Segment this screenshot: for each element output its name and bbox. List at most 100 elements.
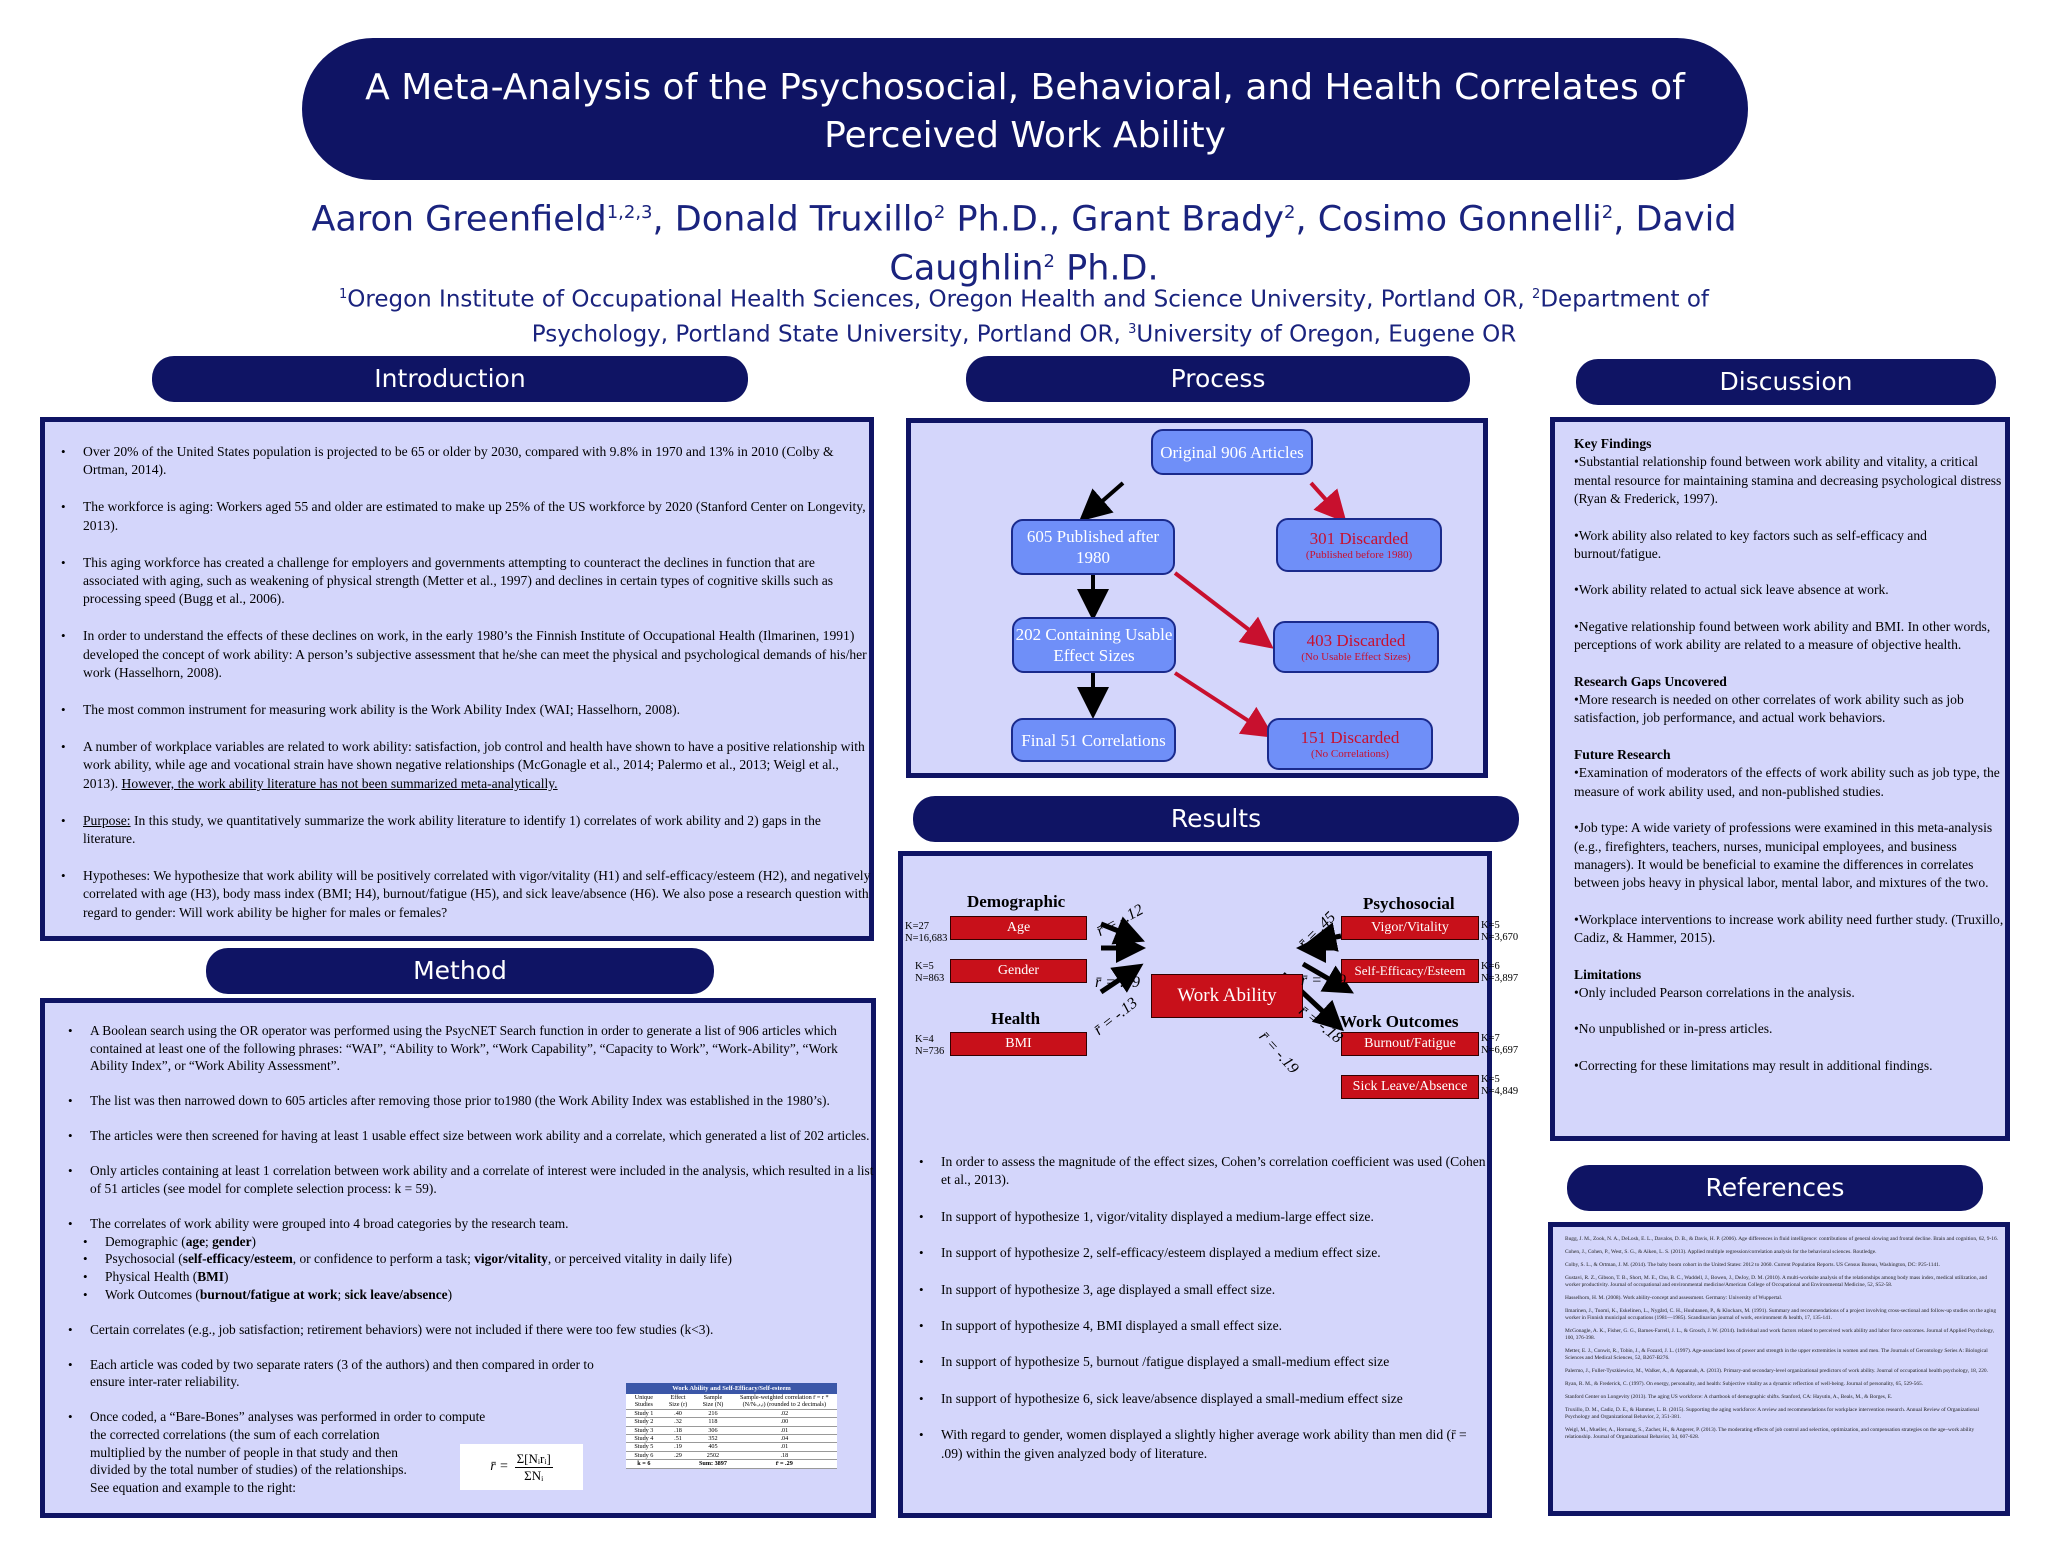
sub1-a: Demographic ( <box>105 1233 186 1249</box>
equation-lhs: r̄ = <box>490 1459 509 1474</box>
example-table-grid: Unique Studies Effect Size (r) Sample Si… <box>626 1394 837 1469</box>
example-table-header: Unique Studies Effect Size (r) Sample Si… <box>626 1394 837 1410</box>
intro-bullet-7: Purpose: In this study, we quantitativel… <box>61 812 873 849</box>
th-3: Sample Size (N) <box>694 1394 732 1410</box>
method-bullet-6: Certain correlates (e.g., job satisfacti… <box>68 1321 876 1339</box>
node-discarded-403-sub: (No Usable Effect Sizes) <box>1301 651 1411 663</box>
intro-bullet-6: A number of workplace variables are rela… <box>61 738 873 793</box>
introduction-list: Over 20% of the United States population… <box>61 443 873 941</box>
method-bullet-8c: multiplied by the number of people in th… <box>90 1444 398 1460</box>
cell: .29 <box>661 1451 695 1461</box>
node-discarded-151-sub: (No Correlations) <box>1311 748 1389 760</box>
discussion-p11: •Correcting for these limitations may re… <box>1574 1057 1933 1073</box>
author-4: , Cosimo Gonnelli <box>1295 199 1602 240</box>
sub2-b: self-efficacy/esteem <box>182 1251 293 1267</box>
affiliation-line-1: 1Oregon Institute of Occupational Health… <box>0 280 2048 315</box>
cell: Study 5 <box>626 1442 662 1452</box>
cell: .01 <box>731 1442 837 1452</box>
discussion-future-research: Future Research <box>1574 746 1671 762</box>
intro-bullet-6-underlined: However, the work ability literature has… <box>121 775 558 791</box>
reference-item: Cohen, J., Cohen, P., West, S. G., & Aik… <box>1565 1249 1877 1255</box>
sub4-a: Work Outcomes ( <box>105 1286 200 1302</box>
method-list: A Boolean search using the OR operator w… <box>68 1022 876 1514</box>
intro-bullet-5: The most common instrument for measuring… <box>61 701 873 720</box>
age-n: N=16,683 <box>905 933 948 944</box>
intro-bullet-2: The workforce is aging: Workers aged 55 … <box>61 498 873 535</box>
label-psychosocial: Psychosocial <box>1363 894 1455 913</box>
box-burnout: Burnout/Fatigue <box>1341 1032 1479 1056</box>
label-demographic: Demographic <box>967 892 1066 911</box>
introduction-header: Introduction <box>152 356 748 402</box>
method-sub-1: Demographic (age; gender) <box>83 1233 876 1251</box>
method-sublist: Demographic (age; gender) Psychosocial (… <box>83 1233 876 1303</box>
node-original-906: Original 906 Articles <box>1151 429 1313 475</box>
vigor-n: N=3,670 <box>1481 932 1519 943</box>
process-arrows <box>1077 481 1347 738</box>
results-panel: Demographic Psychosocial Health Work Out… <box>898 851 1518 1518</box>
process-panel: Original 906 Articles 605 Published afte… <box>906 418 1488 778</box>
cell: Study 4 <box>626 1434 662 1444</box>
cell: k = 6 <box>626 1459 662 1469</box>
method-sub-3: Physical Health (BMI) <box>83 1268 876 1286</box>
references-panel: Bugg, J. M., Zook, N. A., DeLosh, E. L.,… <box>1548 1222 2010 1516</box>
node-usable-202-label: 202 Containing Usable Effect Sizes <box>1015 625 1173 665</box>
cell: r̄ = .29 <box>731 1459 837 1469</box>
results-bullet-5: In support of hypothesize 4, BMI display… <box>919 1317 1491 1336</box>
cell: 352 <box>694 1434 732 1444</box>
arrow-burnout <box>1301 961 1354 994</box>
reference-item: Stanford Center on Longevity (2013). The… <box>1565 1394 1893 1400</box>
discussion-p8: •Workplace interventions to increase wor… <box>1574 911 2004 946</box>
box-selfeff: Self-Efficacy/Esteem <box>1341 959 1479 983</box>
cell: Sum: 3897 <box>694 1459 732 1469</box>
cell: .51 <box>661 1434 695 1444</box>
equation-denominator: ΣNᵢ <box>524 1467 544 1483</box>
vigor-k: K=5 <box>1481 920 1500 931</box>
cell: 306 <box>694 1426 732 1436</box>
label-health: Health <box>991 1009 1041 1028</box>
sub4-d: sick leave/absence <box>344 1286 448 1302</box>
method-bullet-4: Only articles containing at least 1 corr… <box>68 1162 876 1197</box>
node-discarded-301-sub: (Published before 1980) <box>1305 549 1413 561</box>
box-work-ability: Work Ability <box>1151 974 1303 1018</box>
sub2-c: , or confidence to perform a task; <box>292 1251 475 1267</box>
discussion-p10: •No unpublished or in-press articles. <box>1574 1021 1773 1037</box>
cell: 118 <box>694 1417 732 1427</box>
sub2-e: , or perceived vitality in daily life) <box>547 1251 732 1267</box>
cell: .00 <box>731 1417 837 1427</box>
discussion-p2: •Work ability also related to key factor… <box>1574 527 1927 562</box>
r-selfeff: r̄ = .29 <box>1301 972 1347 989</box>
affil-sup-3: 3 <box>1128 321 1137 337</box>
results-bullet-4: In support of hypothesize 3, age display… <box>919 1281 1491 1300</box>
node-discarded-403: 403 Discarded(No Usable Effect Sizes) <box>1273 621 1439 673</box>
reference-item: Ryan, R. M., & Frederick, C. (1997). On … <box>1565 1381 1924 1387</box>
discussion-header: Discussion <box>1576 359 1996 405</box>
cell: .02 <box>731 1409 837 1419</box>
sub1-b: age <box>185 1233 206 1249</box>
sub2-a: Psychosocial ( <box>105 1251 183 1267</box>
burnout-n: N=6,697 <box>1481 1045 1519 1056</box>
sub3-a: Physical Health ( <box>105 1268 198 1284</box>
method-bullet-7: Each article was coded by two separate r… <box>68 1356 630 1391</box>
author-1-sup: 1,2,3 <box>606 202 653 223</box>
cell: 216 <box>694 1409 732 1419</box>
age-k: K=27 <box>905 921 930 932</box>
method-bullet-8e: See equation and example to the right: <box>90 1479 297 1495</box>
results-bullet-8: With regard to gender, women displayed a… <box>919 1426 1491 1463</box>
author-5: , David <box>1613 199 1737 240</box>
results-bullet-6: In support of hypothesize 5, burnout /fa… <box>919 1353 1491 1372</box>
affil-2b: Psychology, Portland State University, P… <box>531 321 1129 348</box>
intro-bullet-4: In order to understand the effects of th… <box>61 627 873 682</box>
node-usable-202: 202 Containing Usable Effect Sizes <box>1012 617 1176 673</box>
cell: .18 <box>661 1426 695 1436</box>
results-bullet-1: In order to assess the magnitude of the … <box>919 1153 1491 1190</box>
affiliation-line-2: Psychology, Portland State University, P… <box>0 315 2048 350</box>
sub4-c: ; <box>337 1286 345 1302</box>
node-original-906-label: Original 906 Articles <box>1160 442 1304 462</box>
results-header: Results <box>913 796 1519 842</box>
reference-item: Palermo, J., Fuller-Tyszkiewicz, M., Wal… <box>1565 1368 1988 1374</box>
reference-item: Weigl, M., Mueller, A., Hornung, S., Zac… <box>1565 1427 1975 1440</box>
cell: .40 <box>661 1409 695 1419</box>
